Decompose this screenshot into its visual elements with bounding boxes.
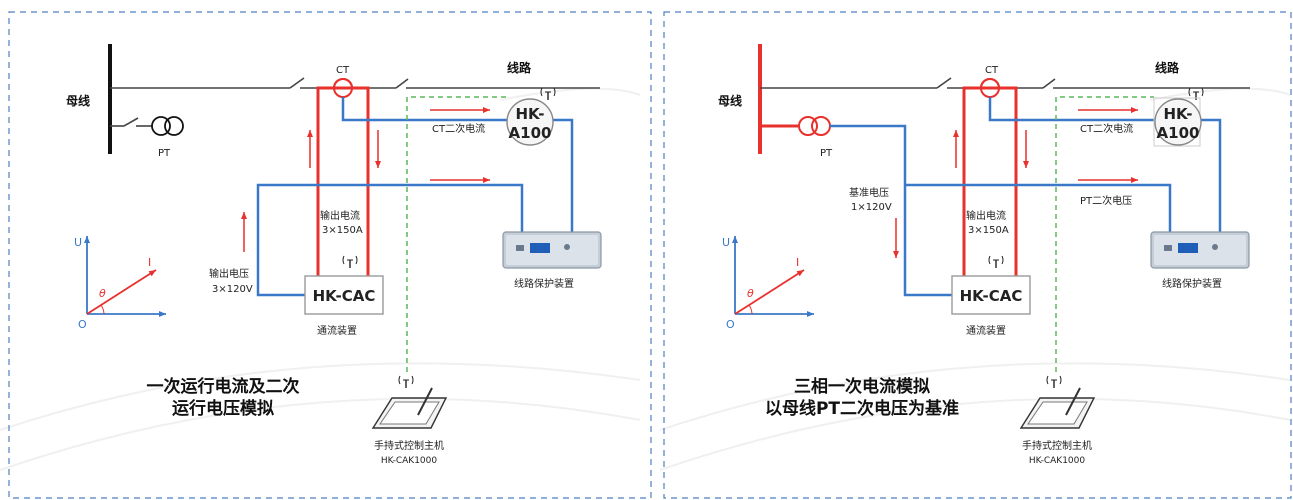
ct-label-2: CT [985, 65, 999, 76]
line-label-2: 线路 [1155, 60, 1180, 75]
relay-hk-a100: HK- A100 [506, 87, 556, 146]
breaker-b1 [936, 77, 952, 89]
ct-secondary-label: CT二次电流 [432, 122, 485, 135]
protection-label: 线路保护装置 [514, 277, 574, 290]
pt-secondary-label: PT二次电压 [1080, 194, 1132, 207]
pt-secondary-wire [830, 124, 952, 297]
wireless-link-2 [1055, 96, 1154, 372]
theta-2: θ [747, 287, 754, 300]
pt-switch [123, 117, 139, 127]
output-voltage-label: 输出电压 [209, 267, 249, 280]
relay-label-1: HK- [515, 105, 544, 123]
axis-u: U [74, 236, 82, 249]
output-current-value-2: 3×150A [968, 225, 1009, 236]
panel-right: 母线 线路 PT CT CT二次电流 PT二次电压 基准电压 1×120V [663, 11, 1292, 499]
ct-secondary-wire [341, 97, 574, 232]
handheld-label-2: 手持式控制主机 [1022, 439, 1092, 452]
pt-label-2: PT [820, 148, 833, 159]
protection-device-2 [1150, 231, 1250, 269]
handheld-controller-2 [1019, 375, 1096, 429]
breaker-b2 [1042, 78, 1056, 89]
axis-o: O [78, 318, 87, 331]
handheld-model-2: HK-CAK1000 [1029, 456, 1085, 466]
output-current-label-2: 输出电流 [966, 209, 1006, 222]
handheld-controller [371, 375, 448, 429]
pt-label: PT [158, 148, 171, 159]
axis-u-2: U [722, 236, 730, 249]
ct-label: CT [336, 65, 350, 76]
axis-i-2: I [796, 256, 799, 269]
hkcac-sub: 通流装置 [317, 324, 357, 337]
hkcac-device-2: HK-CAC [951, 255, 1031, 315]
pt-secondary-out [905, 183, 1172, 232]
relay-hk-a100-2: HK- A100 [1153, 87, 1204, 147]
phasor-diagram: U I O θ [74, 236, 166, 331]
ref-voltage-value: 1×120V [851, 202, 892, 213]
current-loop [316, 86, 370, 276]
axis-o-2: O [726, 318, 735, 331]
theta: θ [99, 287, 106, 300]
caption-line-2: 运行电压模拟 [172, 398, 274, 419]
output-voltage-value: 3×120V [212, 284, 253, 295]
relay-label-2b: A100 [1157, 124, 1200, 142]
wireless-link [406, 96, 506, 372]
bus-label-2: 母线 [718, 93, 742, 108]
handheld-model: HK-CAK1000 [381, 456, 437, 466]
caption-line-2b: 以母线PT二次电压为基准 [765, 398, 959, 419]
current-loop-2 [962, 86, 1018, 276]
breaker-2 [395, 78, 409, 89]
axis-i: I [148, 256, 151, 269]
output-current-label: 输出电流 [320, 209, 360, 222]
ref-voltage-label: 基准电压 [849, 186, 889, 199]
panel-right-border [663, 11, 1292, 499]
voltage-wire [256, 183, 524, 297]
line-label: 线路 [507, 60, 532, 75]
panel-left-border [8, 11, 652, 499]
caption-line-1b: 三相一次电流模拟 [794, 376, 930, 397]
pt-transformer-icon-2 [798, 116, 831, 136]
relay-label-2: A100 [509, 124, 552, 142]
ct-secondary-label-2: CT二次电流 [1080, 122, 1133, 135]
hkcac-label-2: HK-CAC [960, 287, 1023, 305]
output-current-value: 3×150A [322, 225, 363, 236]
caption-line-1: 一次运行电流及二次 [147, 376, 300, 397]
relay-label-1b: HK- [1163, 105, 1192, 123]
hkcac-sub-2: 通流装置 [966, 324, 1006, 337]
panel-left: 母线 线路 PT CT CT二次电流 [8, 11, 652, 499]
protection-device [502, 231, 602, 269]
protection-label-2: 线路保护装置 [1162, 277, 1222, 290]
handheld-label: 手持式控制主机 [374, 439, 444, 452]
pt-transformer-icon [151, 116, 184, 136]
bus-label: 母线 [66, 93, 90, 108]
breaker-1 [289, 77, 305, 89]
phasor-diagram-2: U I O θ [722, 236, 814, 331]
hkcac-device: HK-CAC [304, 255, 384, 315]
ct-secondary-wire-2 [988, 97, 1222, 232]
hkcac-label: HK-CAC [313, 287, 376, 305]
